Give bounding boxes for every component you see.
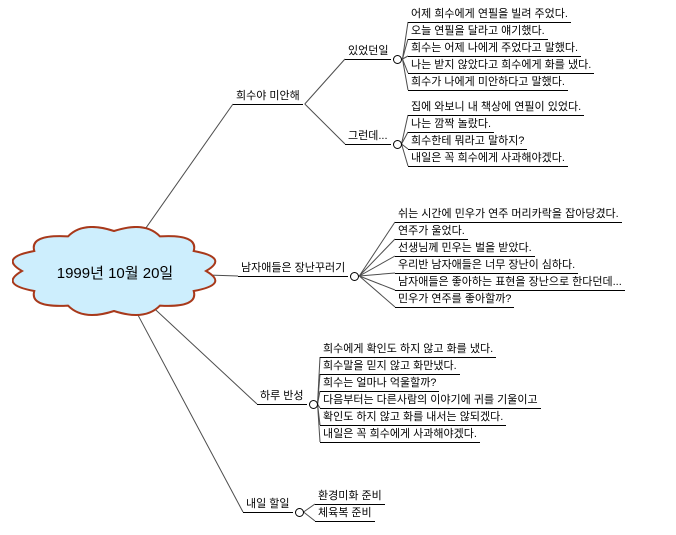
branch-node[interactable]: 남자애들은 장난꾸러기 bbox=[238, 262, 360, 281]
leaf-node[interactable]: 어제 희수에게 연필을 빌려 주었다. bbox=[408, 8, 571, 23]
leaf-node[interactable]: 희수가 나에게 미안하다고 말했다. bbox=[408, 76, 568, 91]
leaf-node[interactable]: 선생님께 민우는 벌을 받았다. bbox=[395, 242, 535, 257]
cloud-shape bbox=[12, 226, 217, 317]
fold-handle-icon[interactable] bbox=[392, 140, 402, 149]
connector-line bbox=[401, 58, 409, 91]
leaf-node[interactable]: 다음부터는 다른사람의 이야기에 귀를 기울이고 bbox=[320, 394, 541, 409]
connector-line bbox=[402, 55, 409, 60]
leaf-node[interactable]: 나는 받지 않았다고 희수에게 화를 냈다. bbox=[408, 59, 595, 74]
leaf-node[interactable]: 희수말을 믿지 않고 화만냈다. bbox=[320, 360, 460, 375]
topic-label: 그런데... bbox=[348, 130, 388, 142]
leaf-node[interactable]: 집에 와보니 내 책상에 연필이 있었다. bbox=[408, 101, 585, 116]
fold-handle-icon[interactable] bbox=[350, 272, 360, 281]
leaf-node[interactable]: 연주가 울었다. bbox=[395, 225, 468, 240]
connector-line bbox=[358, 238, 396, 277]
root-node[interactable]: 1999년 10월 20일 bbox=[12, 226, 218, 318]
cloud-shape-svg bbox=[12, 226, 217, 317]
branch-node[interactable]: 희수야 미안해 bbox=[233, 90, 303, 105]
leaf-node[interactable]: 희수에게 확인도 하지 않고 화를 냈다. bbox=[320, 343, 497, 358]
connector-line bbox=[401, 131, 409, 145]
leaf-node[interactable]: 내일은 꼭 희수에게 사과해야겠다. bbox=[408, 152, 568, 167]
connector-line bbox=[401, 21, 409, 60]
leaf-node[interactable]: 희수한테 뭐라고 말하지? bbox=[408, 135, 528, 150]
branch-label: 하루 반성 bbox=[260, 390, 304, 402]
connector-line bbox=[304, 103, 346, 145]
leaf-node[interactable]: 쉬는 시간에 민우가 연주 머리카락을 잡아당겼다. bbox=[395, 208, 622, 223]
leaf-node[interactable]: 남자애들은 좋아하는 표현을 장난으로 한다던데... bbox=[395, 276, 625, 291]
connector-line bbox=[303, 511, 316, 522]
leaf-node[interactable]: 희수는 얼마나 억울할까? bbox=[320, 377, 440, 392]
leaf-node[interactable]: 환경미화 준비 bbox=[315, 490, 385, 505]
connector-line bbox=[359, 275, 396, 291]
connector-line bbox=[317, 390, 321, 405]
connector-line bbox=[317, 403, 321, 443]
leaf-node[interactable]: 체육복 준비 bbox=[315, 507, 375, 522]
leaf-node[interactable]: 민우가 연주를 좋아할까? bbox=[395, 293, 515, 308]
connector-line bbox=[358, 275, 396, 308]
connector-line bbox=[401, 143, 409, 167]
connector-line bbox=[358, 221, 396, 277]
fold-handle-icon[interactable] bbox=[294, 508, 304, 517]
leaf-node[interactable]: 나는 깜짝 놀랐다. bbox=[408, 118, 495, 133]
connector-line bbox=[304, 58, 346, 105]
branch-label: 남자애들은 장난꾸러기 bbox=[241, 262, 346, 274]
branch-node[interactable]: 내일 할일 bbox=[243, 498, 304, 517]
topic-node[interactable]: 그런데... bbox=[345, 130, 402, 149]
fold-handle-icon[interactable] bbox=[308, 400, 318, 409]
connector-line bbox=[401, 114, 409, 145]
branch-node[interactable]: 하루 반성 bbox=[257, 390, 318, 409]
branch-label: 내일 할일 bbox=[246, 498, 290, 510]
leaf-node[interactable]: 내일은 꼭 희수에게 사과해야겠다. bbox=[320, 428, 480, 443]
connector-line bbox=[359, 255, 396, 277]
topic-label: 있었던일 bbox=[348, 45, 389, 57]
connector-line bbox=[359, 272, 396, 277]
leaf-node[interactable]: 확인도 하지 않고 화를 내서는 않되겠다. bbox=[320, 411, 507, 426]
leaf-node[interactable]: 희수는 어제 나에게 주었다고 말했다. bbox=[408, 42, 582, 57]
topic-node[interactable]: 있었던일 bbox=[345, 45, 403, 64]
connector-line bbox=[401, 143, 409, 150]
leaf-node[interactable]: 우리반 남자애들은 너무 장난이 심하다. bbox=[395, 259, 579, 274]
connector-line bbox=[402, 38, 409, 60]
root-label: 1999년 10월 20일 bbox=[56, 264, 174, 282]
leaf-node[interactable]: 오늘 연필을 달라고 얘기했다. bbox=[408, 25, 548, 40]
connector-line bbox=[303, 503, 316, 513]
fold-handle-icon[interactable] bbox=[393, 55, 403, 64]
connector-line bbox=[317, 373, 321, 405]
